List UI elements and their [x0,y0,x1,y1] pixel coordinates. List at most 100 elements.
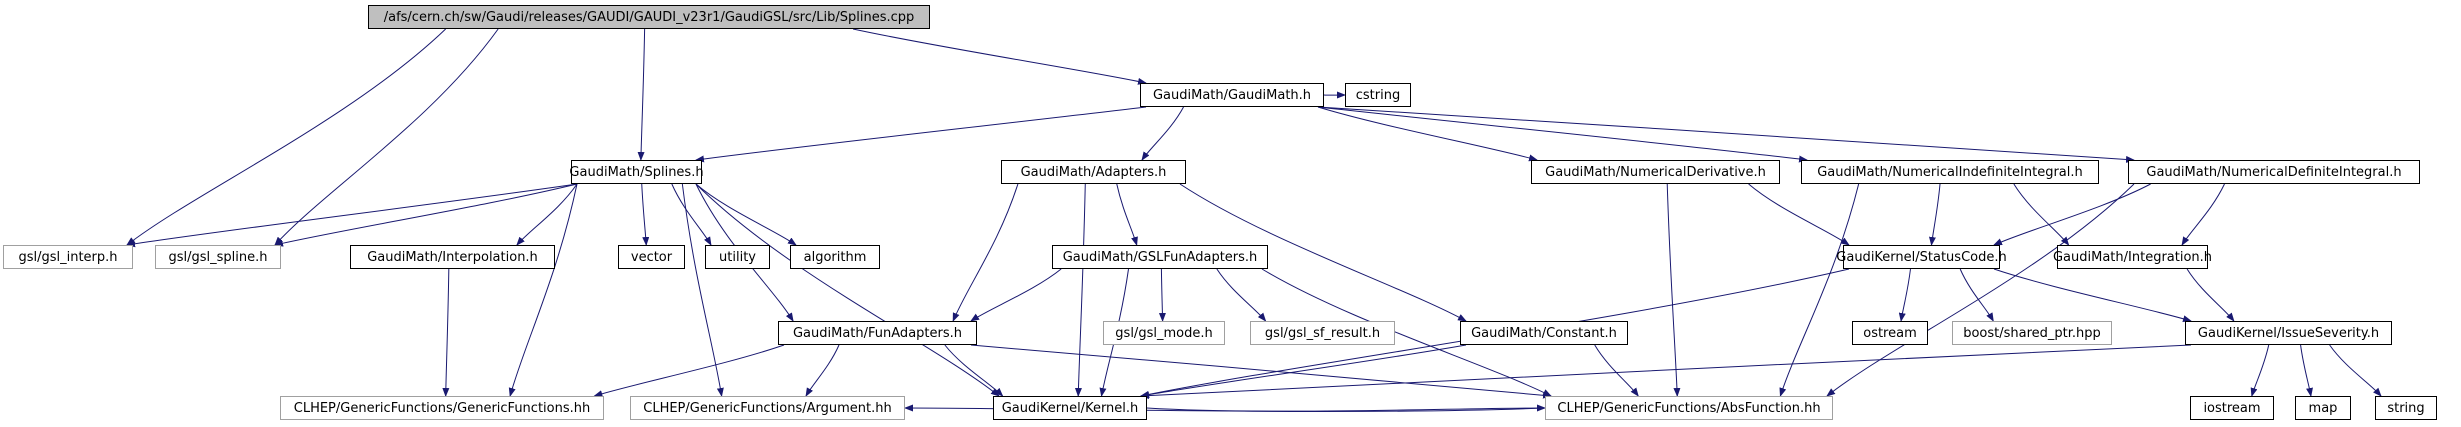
graph-node-label: algorithm [803,249,867,265]
graph-node-gaudimath[interactable]: GaudiMath/GaudiMath.h [1140,83,1324,107]
graph-node-label: GaudiMath/Adapters.h [1020,164,1167,180]
edge-splines-to-vector [641,183,650,246]
graph-node-statuscode[interactable]: GaudiKernel/StatusCode.h [1836,245,2007,269]
graph-node-label: vector [630,249,673,265]
edge-splines-to-gslinterp [126,183,578,248]
graph-node-label: gsl/gsl_sf_result.h [1264,325,1381,341]
edge-kernel-to-absfunction [1146,404,1546,412]
graph-node-label: CLHEP/GenericFunctions/Argument.hh [643,400,892,416]
edge-funadapters-to-absfunction [970,344,1552,399]
graph-node-string[interactable]: string [2375,396,2437,420]
edge-root-to-splines [637,28,646,161]
graph-node-gslsfresult[interactable]: gsl/gsl_sf_result.h [1250,321,1395,345]
graph-node-label: GaudiMath/NumericalDerivative.h [1545,164,1766,180]
edge-splines-to-genericfunctions [508,183,578,397]
graph-node-label: gsl/gsl_interp.h [18,249,118,265]
edge-gslfunadapters-to-gslmode [1158,268,1166,322]
graph-node-root[interactable]: /afs/cern.ch/sw/Gaudi/releases/GAUDI/GAU… [368,5,930,29]
graph-node-sharedptr[interactable]: boost/shared_ptr.hpp [1952,321,2112,345]
graph-node-label: GaudiMath/GaudiMath.h [1152,87,1312,103]
graph-node-adapters[interactable]: GaudiMath/Adapters.h [1001,160,1186,184]
graph-node-label: GaudiMath/Constant.h [1471,325,1617,341]
graph-node-label: cstring [1355,87,1401,103]
edge-gaudimath-to-numderiv [1317,106,1538,162]
edge-numdef-to-statuscode [1993,183,2151,246]
edge-adapters-to-funadapters [952,183,1019,322]
graph-node-gslinterp[interactable]: gsl/gsl_interp.h [3,245,133,269]
graph-node-interpolation[interactable]: GaudiMath/Interpolation.h [350,245,555,269]
edge-issueseverity-to-iostream [2250,344,2270,397]
edge-gslfunadapters-to-gslsfresult [1216,268,1267,322]
edge-splines-to-algorithm [695,183,797,246]
edge-splines-to-gslspline [274,183,578,247]
graph-node-label: /afs/cern.ch/sw/Gaudi/releases/GAUDI/GAU… [383,9,915,25]
graph-node-gslmode[interactable]: gsl/gsl_mode.h [1103,321,1225,345]
graph-node-splines[interactable]: GaudiMath/Splines.h [569,160,704,184]
edge-gaudimath-to-adapters [1141,106,1184,161]
edge-splines-to-kernel [695,183,1000,397]
graph-node-label: GaudiMath/GSLFunAdapters.h [1062,249,1258,265]
graph-node-label: GaudiMath/NumericalDefiniteIntegral.h [2146,164,2402,180]
edge-funadapters-to-argument [805,344,840,397]
graph-node-label: CLHEP/GenericFunctions/GenericFunctions.… [293,400,591,416]
edge-interpolation-to-genericfunctions [442,268,450,397]
edge-root-to-gslspline [274,28,499,246]
graph-node-utility[interactable]: utility [705,245,770,269]
graph-node-label: GaudiMath/FunAdapters.h [792,325,962,341]
graph-node-label: boost/shared_ptr.hpp [1963,325,2101,341]
graph-node-gslfunadapters[interactable]: GaudiMath/GSLFunAdapters.h [1052,245,1268,269]
edge-numderiv-to-statuscode [1748,183,1850,246]
graph-node-label: GaudiMath/Splines.h [569,164,704,180]
edge-adapters-to-gslfunadapters [1116,183,1138,246]
graph-node-ostream[interactable]: ostream [1852,321,1928,345]
graph-node-numdef[interactable]: GaudiMath/NumericalDefiniteIntegral.h [2128,160,2420,184]
graph-node-label: ostream [1863,325,1917,341]
graph-node-label: GaudiMath/Interpolation.h [367,249,538,265]
graph-node-kernel[interactable]: GaudiKernel/Kernel.h [993,396,1147,420]
graph-node-label: CLHEP/GenericFunctions/AbsFunction.hh [1557,400,1821,416]
graph-node-cstring[interactable]: cstring [1345,83,1411,107]
graph-node-label: GaudiMath/Integration.h [2052,249,2213,265]
edge-numindef-to-absfunction [1779,183,1860,397]
edge-numdef-to-absfunction [1826,183,2135,397]
graph-node-label: utility [719,249,756,265]
edge-numindef-to-statuscode [1928,183,1941,246]
graph-node-label: GaudiKernel/StatusCode.h [1836,249,2007,265]
edge-splines-to-argument [681,183,724,397]
edge-constant-to-absfunction [1594,344,1639,397]
graph-node-label: GaudiMath/NumericalIndefiniteIntegral.h [1817,164,2083,180]
graph-node-map[interactable]: map [2295,396,2351,420]
graph-node-label: gsl/gsl_spline.h [168,249,268,265]
graph-node-iostream[interactable]: iostream [2190,396,2274,420]
edge-adapters-to-kernel [1074,183,1086,397]
graph-node-funadapters[interactable]: GaudiMath/FunAdapters.h [778,321,977,345]
edge-splines-to-utility [671,183,712,246]
graph-node-algorithm[interactable]: algorithm [790,245,880,269]
edge-numindef-to-integration [2013,183,2070,246]
graph-node-argument[interactable]: CLHEP/GenericFunctions/Argument.hh [630,396,905,420]
edge-gaudimath-to-splines [695,106,1147,163]
edge-splines-to-interpolation [516,183,578,246]
graph-node-label: string [2387,400,2425,416]
edge-issueseverity-to-string [2329,344,2382,397]
graph-node-numindef[interactable]: GaudiMath/NumericalIndefiniteIntegral.h [1801,160,2099,184]
edge-gaudimath-to-numdef [1317,106,2135,163]
graph-node-absfunction[interactable]: CLHEP/GenericFunctions/AbsFunction.hh [1545,396,1833,420]
edge-constant-to-kernel [1140,344,1467,399]
edge-numderiv-to-absfunction [1666,183,1681,397]
graph-node-genericfunctions[interactable]: CLHEP/GenericFunctions/GenericFunctions.… [280,396,604,420]
graph-node-vector[interactable]: vector [618,245,685,269]
edge-issueseverity-to-map [2300,344,2313,397]
edge-root-to-gslinterp [126,28,446,246]
edge-integration-to-issueseverity [2186,268,2235,322]
graph-node-issueseverity[interactable]: GaudiKernel/IssueSeverity.h [2185,321,2392,345]
graph-node-gslspline[interactable]: gsl/gsl_spline.h [155,245,281,269]
graph-node-integration[interactable]: GaudiMath/Integration.h [2053,245,2212,269]
graph-node-constant[interactable]: GaudiMath/Constant.h [1460,321,1628,345]
edge-statuscode-to-issueseverity [1993,268,2192,323]
edge-funadapters-to-genericfunctions [593,344,785,398]
edge-numdef-to-integration [2181,183,2225,246]
graph-node-numderiv[interactable]: GaudiMath/NumericalDerivative.h [1531,160,1780,184]
